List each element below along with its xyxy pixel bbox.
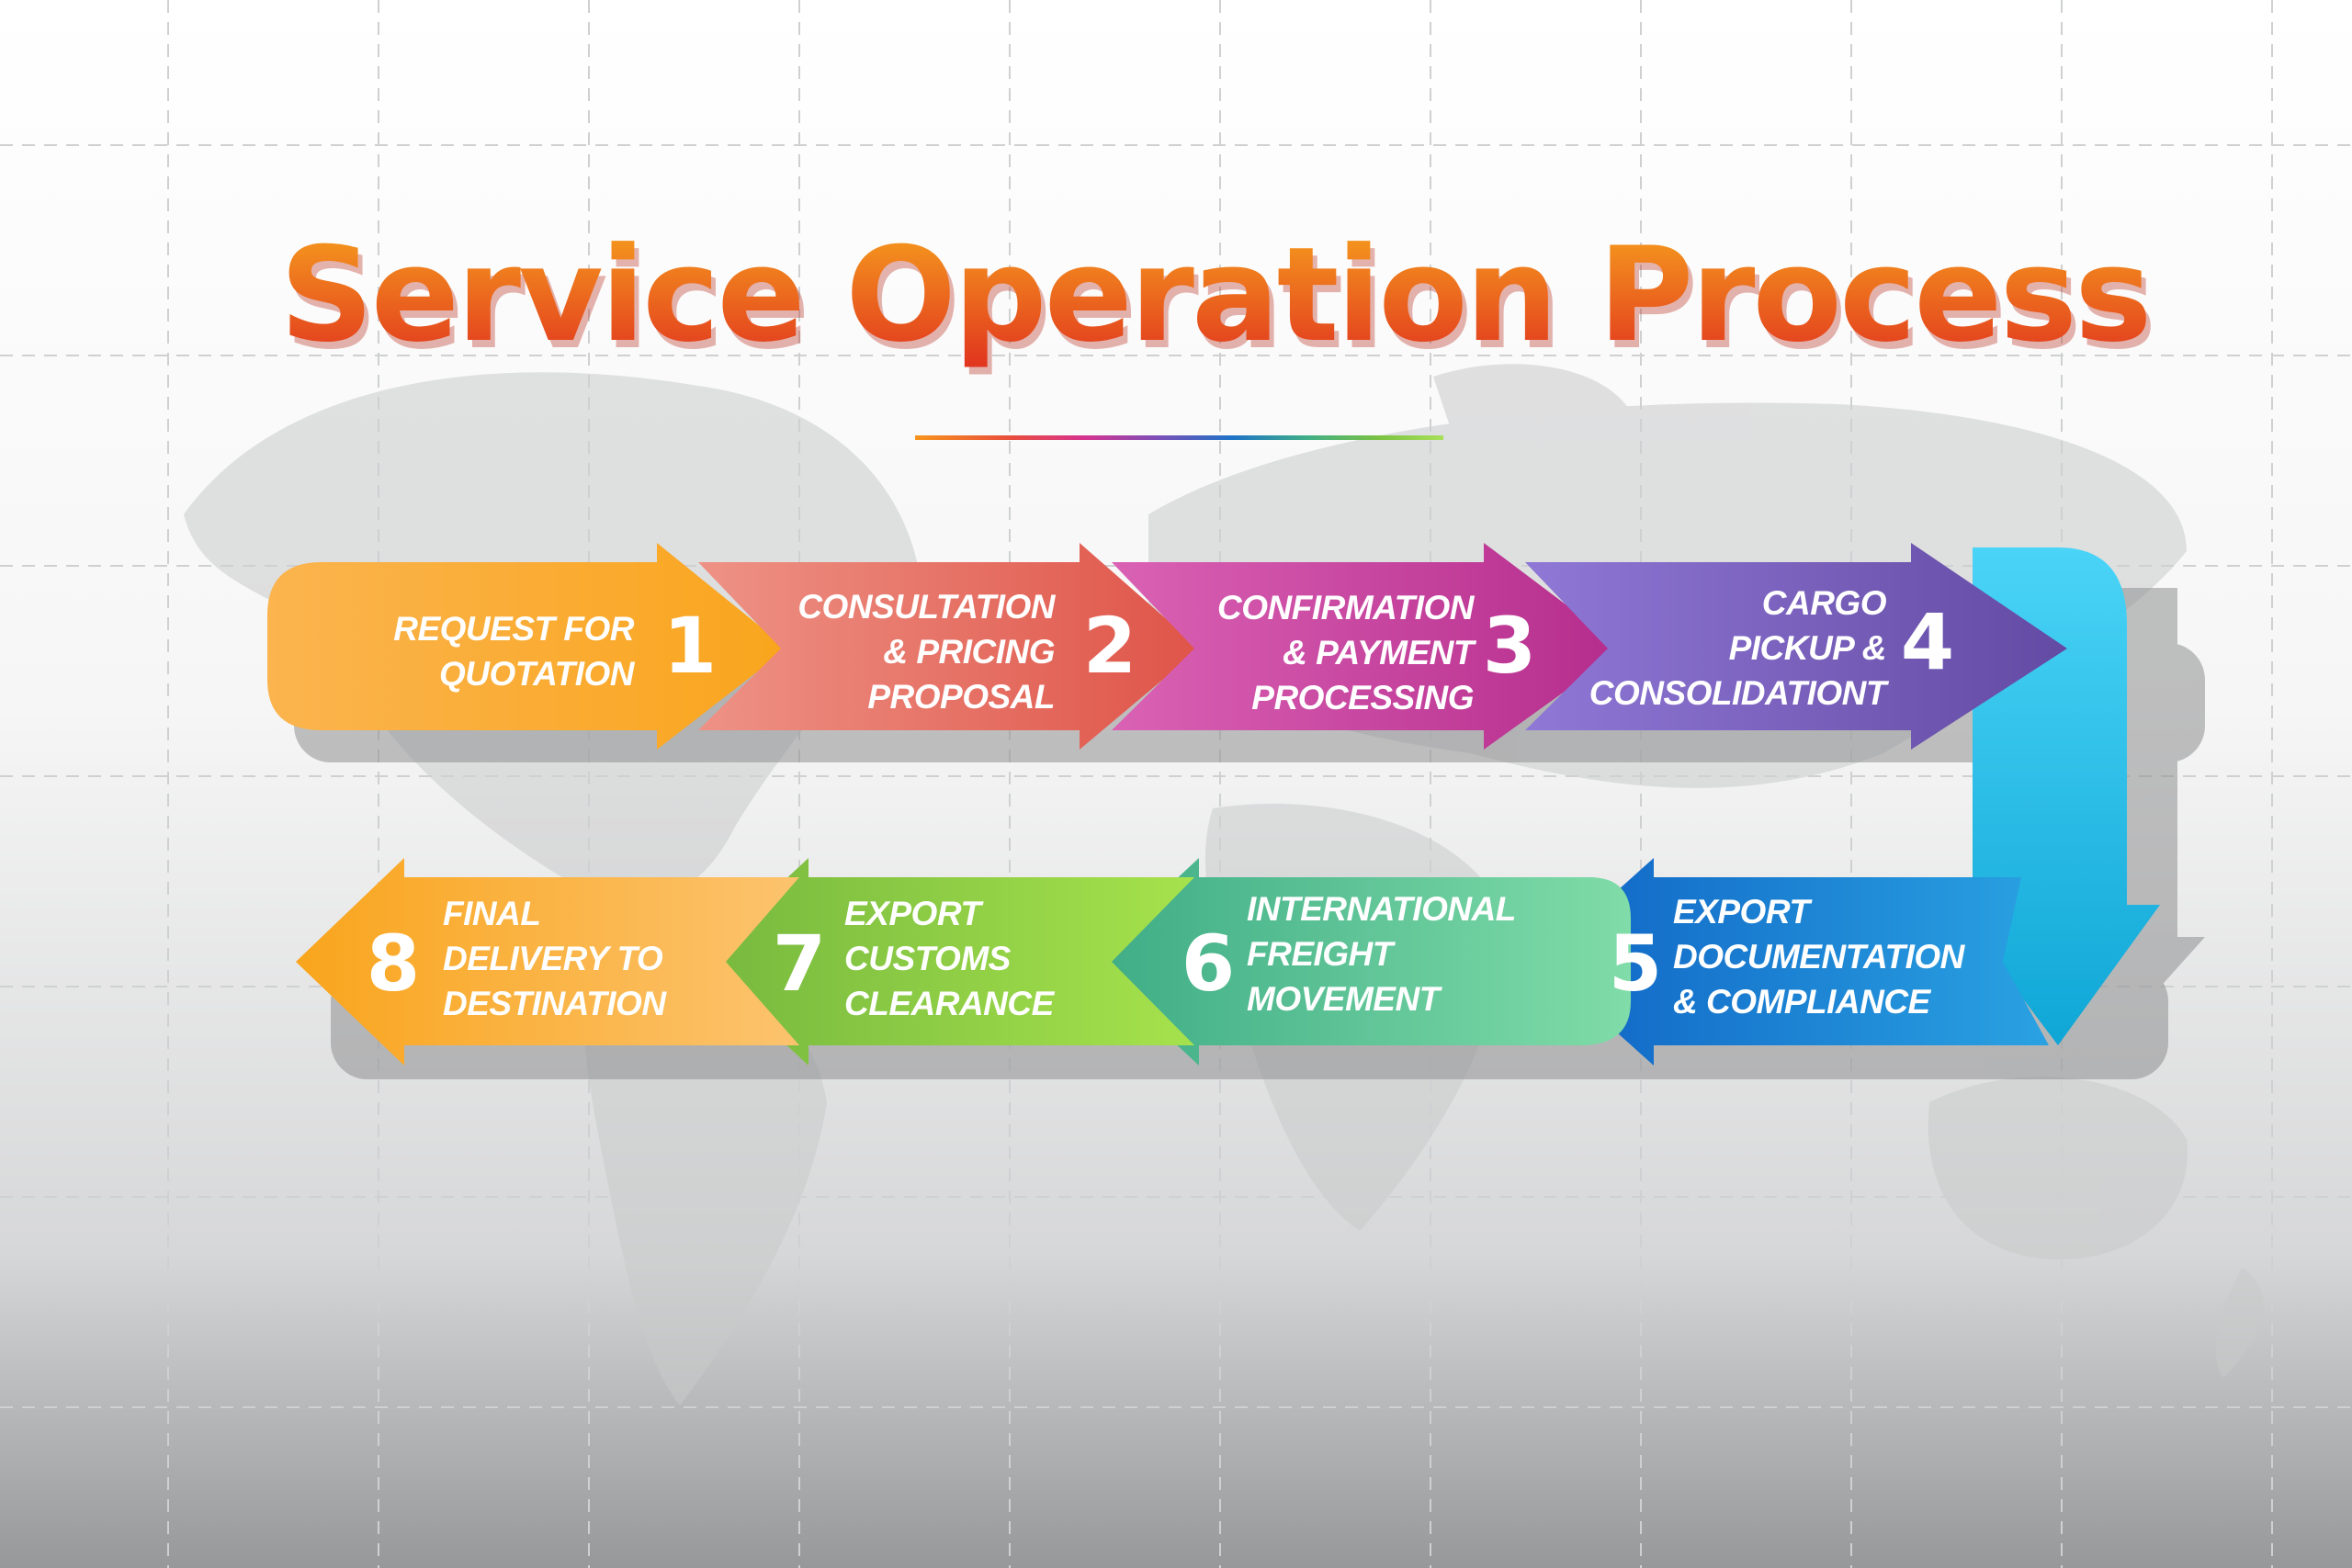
step-3-line: & PAYMENT <box>1283 634 1477 671</box>
step-5-line: EXPORT <box>1673 893 1813 931</box>
step-2-label: CONSULTATION & PRICING PROPOSAL 2 <box>797 588 1136 716</box>
step-2-line: PROPOSAL <box>867 678 1055 716</box>
step-4 <box>1525 543 2067 750</box>
step-6-line: INTERNATIONAL <box>1247 890 1516 928</box>
step-7-line: CLEARANCE <box>844 985 1056 1022</box>
step-8-line: FINAL <box>443 895 540 932</box>
step-4-line: PICKUP & <box>1729 629 1886 667</box>
step-1-label: REQUEST FOR QUOTATION 1 <box>393 601 717 693</box>
page-title-shadow: Service Operation Process <box>284 227 2154 378</box>
step-4-number: 4 <box>1901 597 1954 687</box>
step-3-line: CONFIRMATION <box>1217 589 1476 626</box>
step-1-line: REQUEST FOR <box>393 610 635 648</box>
step-5-label: 5 EXPORT DOCUMENTATION & COMPLIANCE <box>1609 893 1966 1021</box>
step-3-number: 3 <box>1483 601 1536 691</box>
step-5 <box>1538 858 2049 1066</box>
step-7-line: EXPORT <box>844 895 984 932</box>
step-7-label: 7 EXPORT CUSTOMS CLEARANCE <box>773 895 1056 1022</box>
step-7-line: CUSTOMS <box>844 940 1012 977</box>
step-8 <box>296 858 799 1066</box>
step-8-label: 8 FINAL DELIVERY TO DESTINATION <box>367 895 668 1022</box>
step-4-label: CARGO PICKUP & CONSOLIDATIONT 4 <box>1589 584 1954 712</box>
step-2-line: & PRICING <box>883 633 1055 671</box>
step-3-line: PROCESSING <box>1251 679 1474 716</box>
step-8-line: DESTINATION <box>443 985 667 1022</box>
step-2 <box>698 543 1200 750</box>
step-5-line: DOCUMENTATION <box>1673 938 1966 976</box>
step-6-line: FREIGHT <box>1247 935 1396 973</box>
title-divider <box>915 435 1443 440</box>
step-6-number: 6 <box>1182 919 1235 1009</box>
step-8-number: 8 <box>367 919 420 1009</box>
page-title: Service Operation Process <box>279 220 2149 371</box>
step-3-label: CONFIRMATION & PAYMENT PROCESSING 3 <box>1217 589 1536 716</box>
step-4-line: CONSOLIDATIONT <box>1589 674 1890 712</box>
step-5-number: 5 <box>1609 919 1662 1009</box>
step-4-line: CARGO <box>1762 584 1887 622</box>
step-6 <box>1088 858 1631 1066</box>
step-7 <box>697 858 1194 1066</box>
step-1-line: QUOTATION <box>439 655 636 693</box>
step-1-number: 1 <box>663 601 717 691</box>
step-7-number: 7 <box>773 919 826 1009</box>
step-3 <box>1112 543 1624 750</box>
step-5-line: & COMPLIANCE <box>1673 983 1932 1021</box>
step-2-number: 2 <box>1083 601 1136 691</box>
step-6-line: MOVEMENT <box>1247 980 1443 1018</box>
step-8-line: DELIVERY TO <box>443 940 663 977</box>
step-1 <box>267 543 787 750</box>
step-6-label: 6 INTERNATIONAL FREIGHT MOVEMENT <box>1182 890 1517 1018</box>
step-2-line: CONSULTATION <box>797 588 1056 626</box>
